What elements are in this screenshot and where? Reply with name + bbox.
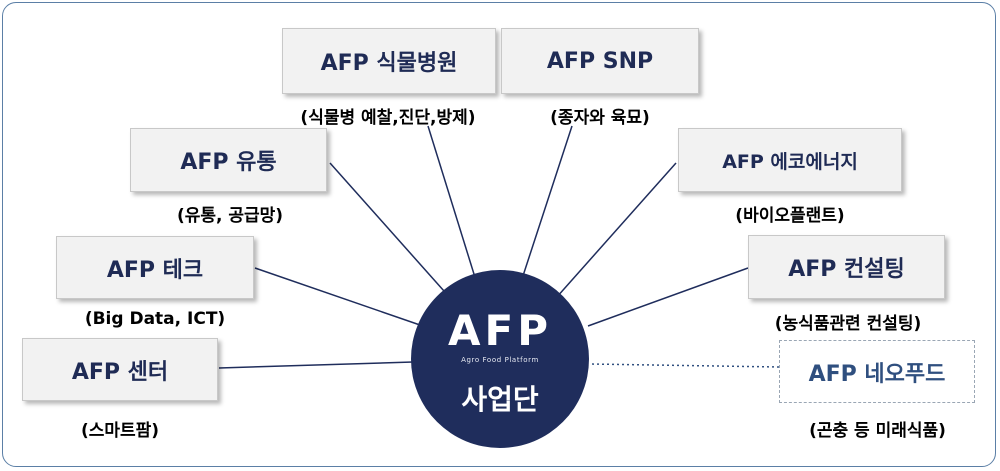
node-snp: AFP SNP <box>501 28 699 94</box>
node-eco-label: AFP 에코에너지 <box>722 150 858 173</box>
connector-tech <box>254 267 421 326</box>
connector-eco <box>555 162 677 299</box>
node-hospital-desc: (식물병 예찰,진단,방제) <box>300 108 476 128</box>
connector-hospital <box>427 125 479 288</box>
node-neofood: AFP 네오푸드 <box>779 340 975 403</box>
node-snp-desc: (종자와 육묘) <box>550 108 650 128</box>
connector-consulting <box>587 267 749 327</box>
node-distribution-desc: (유통, 공급망) <box>176 206 284 226</box>
afp-logo: AFP <box>448 306 552 355</box>
node-center: AFP 센터 <box>22 338 218 401</box>
node-hospital-label: AFP 식물병원 <box>320 51 458 76</box>
node-tech: AFP 테크 <box>56 236 254 299</box>
connector-distribution <box>329 162 453 301</box>
node-neofood-desc: (곤충 등 미래식품) <box>809 421 946 441</box>
node-consulting: AFP 컨설팅 <box>748 235 945 299</box>
node-eco: AFP 에코에너지 <box>678 128 902 192</box>
connector-snp <box>519 125 573 286</box>
node-hospital: AFP 식물병원 <box>282 28 496 94</box>
node-consulting-label: AFP 컨설팅 <box>788 257 905 282</box>
node-tech-label: AFP 테크 <box>106 257 204 283</box>
connector-center <box>218 361 414 369</box>
hub-name: 사업단 <box>461 383 539 416</box>
node-center-label: AFP 센터 <box>71 359 169 385</box>
node-eco-desc: (바이오플랜트) <box>735 206 845 226</box>
node-snp-label: AFP SNP <box>546 48 654 74</box>
node-neofood-label: AFP 네오푸드 <box>808 361 946 387</box>
node-center-desc: (스마트팜) <box>80 421 160 441</box>
hub-tagline: Agro Food Platform <box>461 356 539 364</box>
connector-neofood <box>589 363 780 368</box>
node-consulting-desc: (농식품관련 컨설팅) <box>774 314 922 334</box>
node-distribution-label: AFP 유통 <box>180 150 277 175</box>
node-distribution: AFP 유통 <box>130 128 327 192</box>
hub-circle: AFP Agro Food Platform 사업단 <box>411 270 589 448</box>
node-tech-desc: (Big Data, ICT) <box>84 309 226 329</box>
